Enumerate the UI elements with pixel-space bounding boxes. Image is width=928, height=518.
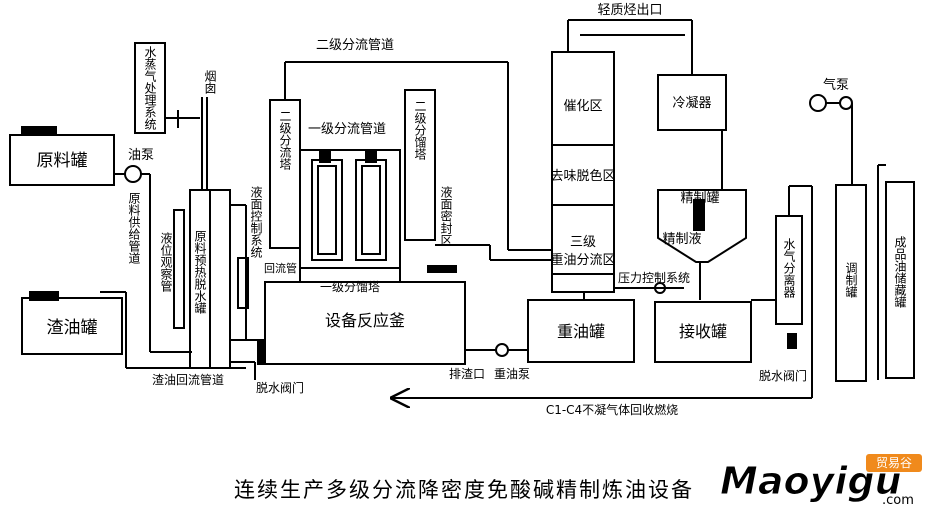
- reactor-label: 设备反应釜: [325, 311, 405, 330]
- secondary-tower-right: [404, 89, 436, 241]
- residue-tank-label: 渣油罐: [47, 318, 98, 338]
- condenser-label: 冷凝器: [672, 95, 711, 111]
- condenser: [657, 74, 727, 131]
- refined-tank-label: 精制罐: [680, 191, 719, 206]
- column-zone1: 催化区: [563, 99, 602, 114]
- steam-system-box: [134, 42, 166, 134]
- product-tank: [885, 181, 915, 379]
- primary-pipe-label: 一级分流管道: [308, 122, 386, 137]
- air-pump-label: 气泵: [823, 77, 849, 93]
- heavy-oil-tank-label: 重油罐: [557, 322, 605, 341]
- residue-tank: [21, 297, 123, 355]
- blend-tank-label: 调制罐: [844, 262, 858, 299]
- blend-tank: [835, 184, 867, 382]
- gas-recycle-label: C1-C4不凝气体回收燃烧: [546, 402, 678, 417]
- water-separator-label: 水气分离器: [782, 238, 796, 299]
- column-zone3a: 三级: [570, 235, 596, 250]
- feed-tank-label: 原料罐: [37, 151, 88, 171]
- column-zone3b: 重油分流区: [550, 252, 615, 268]
- chimney-label: 烟囱: [203, 70, 217, 94]
- air-pump-symbol: [809, 94, 827, 112]
- feed-tank: [9, 134, 115, 186]
- watermark-text: Maoyigu: [720, 459, 902, 503]
- refined-tank: [657, 189, 747, 263]
- slag-outlet-label: 排渣口: [449, 367, 485, 381]
- residue-tank-cap: [29, 291, 59, 301]
- receiving-tank-label: 接收罐: [679, 322, 727, 341]
- level-gauge-label: 液位观察管: [159, 231, 173, 293]
- primary-tower-label: 一级分馏塔: [320, 280, 380, 294]
- feed-tank-cap: [21, 126, 57, 136]
- drain-valve-right-label: 脱水阀门: [759, 368, 807, 383]
- secondary-pipe-label: 二级分流管道: [316, 38, 394, 53]
- residue-return-label: 渣油回流管道: [152, 372, 224, 387]
- heavy-oil-tank: [527, 299, 635, 363]
- receiving-tank: [654, 301, 752, 363]
- secondary-tower-left-label: 二级分流塔: [278, 110, 292, 171]
- feed-pipe-label: 原料供给管道: [127, 192, 141, 264]
- level-control-label: 液面控制系统: [249, 185, 263, 258]
- secondary-tower-right-label: 二级分馏塔: [413, 100, 427, 161]
- column-zone2: 去味脱色区: [550, 168, 615, 184]
- drain-valve-left-label: 脱水阀门: [256, 380, 304, 395]
- maoyigu-watermark: Maoyigu 贸易谷 .com: [720, 454, 922, 508]
- heavy-pump-symbol: [495, 343, 509, 357]
- reactor: [264, 281, 466, 365]
- level-gauge: [173, 209, 185, 329]
- oil-pump-label: 油泵: [128, 148, 154, 163]
- light-outlet-label: 轻质烃出口: [597, 3, 662, 18]
- product-tank-label: 成品油储藏罐: [893, 236, 907, 309]
- level-seal-label: 液面密封区: [439, 185, 453, 246]
- heavy-pump-label: 重油泵: [494, 367, 530, 381]
- steam-system-label: 水蒸气处理系统: [143, 46, 157, 130]
- preheat-label: 原料预热脱水罐: [193, 230, 207, 315]
- oil-pump-symbol: [124, 165, 142, 183]
- pressure-control-label: 压力控制系统: [618, 271, 690, 285]
- watermark-url: .com: [882, 493, 914, 508]
- reflux-pipe-label: 回流管: [264, 261, 297, 275]
- watermark-badge: 贸易谷: [876, 456, 912, 470]
- refined-liquid-label: 精制液: [662, 232, 701, 247]
- diagram-caption: 连续生产多级分流降密度免酸碱精制炼油设备: [234, 478, 694, 502]
